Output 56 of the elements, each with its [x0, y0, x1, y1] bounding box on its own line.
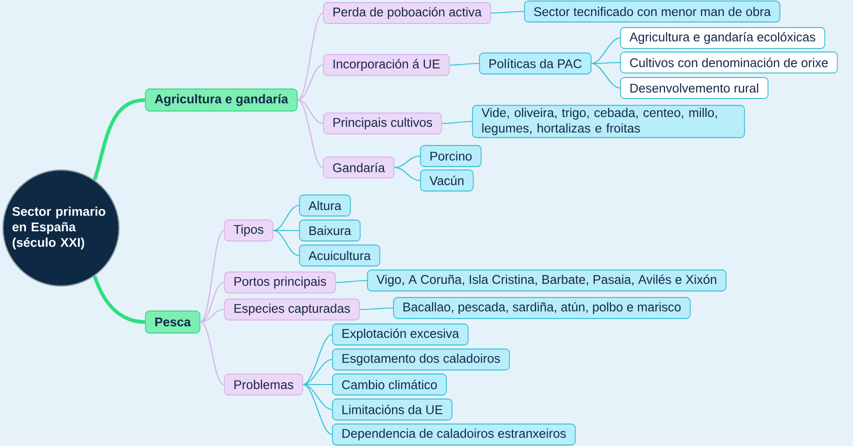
connector: [303, 384, 332, 386]
branch-box: Pesca: [145, 310, 200, 334]
leaf-box: Acuicultura: [299, 244, 380, 266]
leaf-box: Cultivos con denominación de orixe: [620, 52, 838, 74]
connector: [394, 166, 420, 182]
leaf-box: Bacallao, pescada, sardiña, atún, polbo e marisco: [393, 297, 691, 319]
connector: [92, 98, 146, 181]
connector: [591, 37, 620, 64]
connector: [273, 230, 300, 256]
connector: [92, 275, 146, 324]
connector: [591, 62, 620, 89]
leaf-box: Vigo, A Coruña, Isla Cristina, Barbate, Pasaia, Avilés e Xixón: [367, 270, 727, 292]
leaf-box: Explotación excesiva: [332, 324, 469, 346]
connector: [336, 280, 368, 284]
connector: [297, 100, 324, 168]
connector: [303, 384, 332, 410]
leaf-box: Cambio climático: [332, 374, 447, 396]
subtopic-box: Perda de poboación activa: [323, 2, 492, 24]
connector: [273, 204, 300, 232]
leaf-box: Vacún: [420, 170, 474, 192]
leaf-box: Desenvolvemento rural: [620, 77, 768, 99]
connector: [394, 155, 420, 168]
connector: [200, 282, 224, 323]
subtopic-box: Gandaría: [323, 156, 394, 178]
subtopic-box: Portos principais: [224, 272, 336, 294]
connector: [450, 62, 480, 66]
subtopic-box: Principais cultivos: [323, 112, 442, 134]
connector: [297, 12, 324, 100]
connector: [302, 334, 332, 385]
leaf-box: Sector tecnificado con menor man de obra: [524, 0, 780, 22]
connector: [491, 10, 524, 14]
connector: [303, 358, 332, 386]
connector: [302, 384, 332, 435]
connector: [273, 230, 299, 232]
leaf-box: Políticas da PAC: [479, 52, 592, 74]
leaf-box: Dependencia de caladoiros estranxeiros: [332, 424, 576, 446]
subtopic-box: Tipos: [224, 220, 274, 242]
leaf-box: Vide, oliveira, trigo, cebada, centeo, millo, legumes, hortalizas e froitas: [472, 104, 745, 138]
leaf-box: Baixura: [299, 220, 361, 242]
leaf-box: Altura: [299, 194, 351, 216]
connector: [442, 120, 472, 124]
connector: [592, 62, 620, 64]
leaf-box: Porcino: [420, 145, 482, 167]
connector: [200, 230, 224, 322]
connector: [200, 322, 224, 385]
leaf-box: Esgotamento dos caladoiros: [332, 348, 510, 370]
subtopic-box: Incorporación á UE: [323, 54, 450, 76]
leaf-box: Limitacións da UE: [332, 398, 452, 420]
connector: [200, 308, 224, 323]
connector: [298, 99, 324, 124]
leaf-box: Agricultura e gandaría ecolóxicas: [620, 27, 826, 49]
connector: [360, 307, 394, 310]
subtopic-box: Especies capturadas: [224, 298, 360, 320]
subtopic-box: Problemas: [224, 374, 304, 396]
connector: [298, 64, 324, 101]
branch-box: Agricultura e gandaría: [145, 88, 298, 112]
